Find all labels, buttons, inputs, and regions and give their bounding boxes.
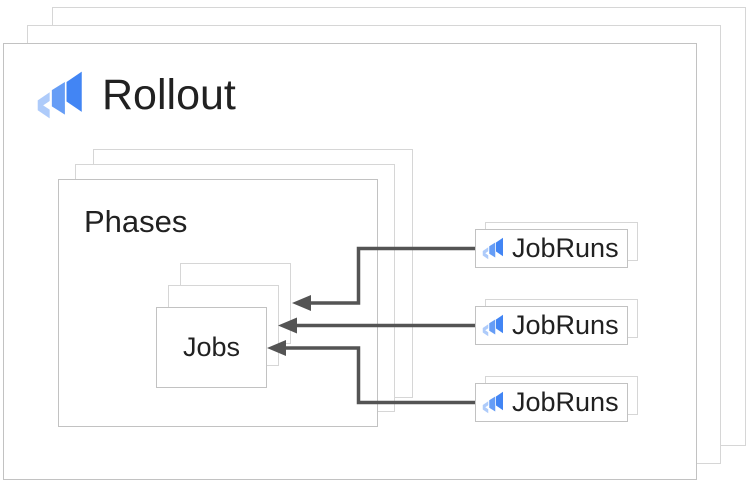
jobruns-card-1: JobRuns — [475, 229, 628, 268]
jobruns-card-3: JobRuns — [475, 383, 628, 422]
jobruns-label: JobRuns — [512, 387, 619, 417]
cloud-deploy-icon — [482, 237, 503, 260]
phases-label: Phases — [84, 204, 188, 239]
cloud-deploy-icon — [37, 71, 82, 119]
jobs-label: Jobs — [182, 332, 241, 362]
jobruns-label: JobRuns — [512, 233, 619, 263]
jobruns-card-2: JobRuns — [475, 306, 628, 345]
jobs-box-front: Jobs — [156, 307, 267, 388]
jobruns-label: JobRuns — [512, 310, 619, 340]
rollout-title: Rollout — [33, 70, 236, 120]
cloud-deploy-icon — [482, 391, 503, 414]
cloud-deploy-icon — [482, 314, 503, 337]
rollout-label: Rollout — [102, 70, 236, 119]
